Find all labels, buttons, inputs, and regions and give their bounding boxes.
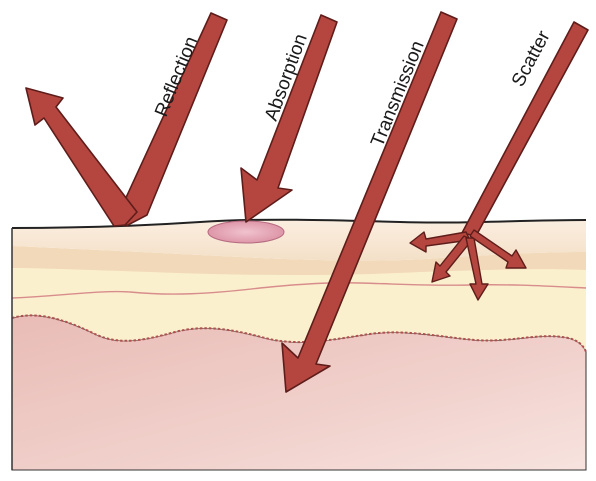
absorption-spot bbox=[208, 221, 284, 243]
